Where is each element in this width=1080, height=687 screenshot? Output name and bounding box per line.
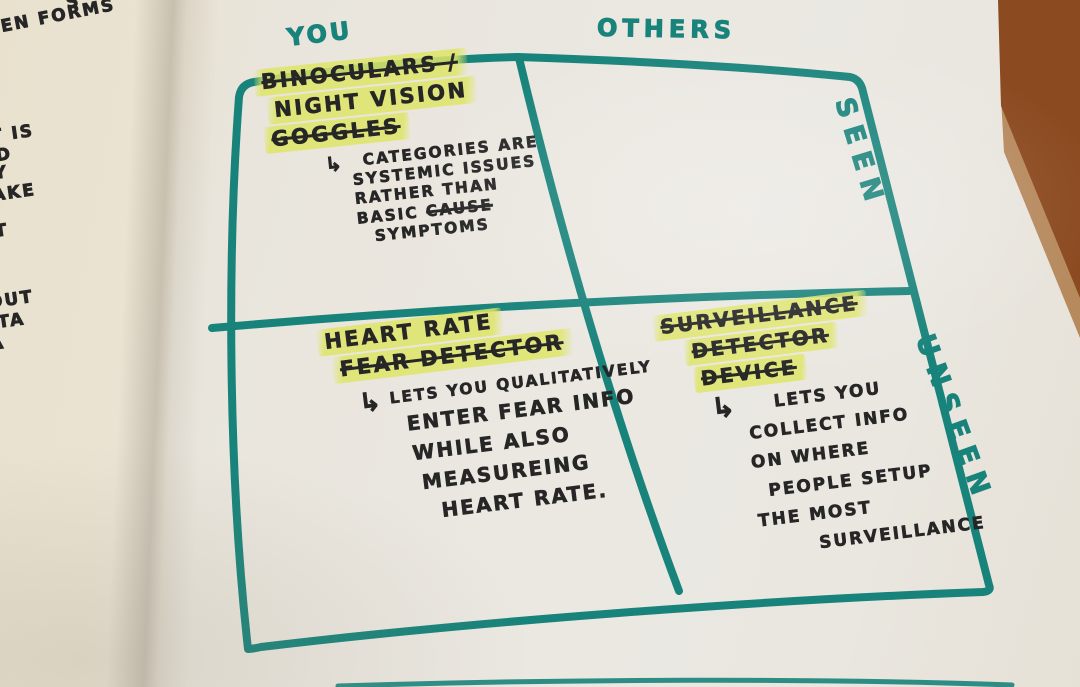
grid-horizontal-divider	[208, 287, 913, 332]
table-surface	[998, 0, 1080, 298]
page-edge	[1001, 98, 1080, 338]
axis-label-others: OTHERS	[596, 13, 737, 45]
grid-vertical-divider	[515, 54, 683, 595]
grid-outer-border	[227, 53, 994, 653]
stray-marker-line	[335, 677, 1015, 687]
left-notebook-page	[0, 0, 172, 687]
